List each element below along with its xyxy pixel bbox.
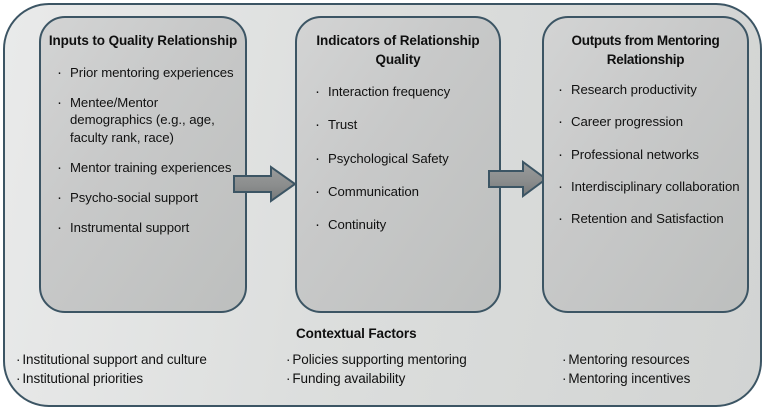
list-item: Research productivity: [558, 80, 741, 100]
list-item: Funding availability: [286, 369, 536, 388]
list-item: Institutional priorities: [16, 369, 276, 388]
list-item: Psychological Safety: [315, 149, 493, 169]
list-item: Professional networks: [558, 145, 741, 165]
panel-indicators-title: Indicators of Relationship Quality: [316, 33, 480, 68]
list-item: Instrumental support: [57, 218, 239, 238]
list-item: Prior mentoring experiences: [57, 63, 239, 83]
list-item: Interdisciplinary collaboration: [558, 177, 741, 197]
list-item: Psycho-social support: [57, 188, 239, 208]
panel-outputs-list: Research productivity Career progression…: [544, 69, 747, 229]
list-item: Communication: [315, 182, 493, 202]
arrow-right-icon-inputs-to-indicators: [233, 165, 297, 203]
panel-outputs-title: Outputs from Mentoring Relationship: [571, 33, 720, 68]
arrow-right-icon-indicators-to-outputs: [488, 160, 548, 198]
panel-indicators-list: Interaction frequency Trust Psychologica…: [297, 69, 499, 235]
list-item: Mentoring resources: [562, 350, 771, 369]
list-item: Continuity: [315, 215, 493, 235]
panel-outputs-from-mentoring-relationship: Outputs from Mentoring Relationship Rese…: [542, 16, 749, 313]
list-item: Institutional support and culture: [16, 350, 276, 369]
panel-indicators-of-relationship-quality: Indicators of Relationship Quality Inter…: [295, 16, 501, 313]
panel-inputs-title: Inputs to Quality Relationship: [48, 33, 238, 48]
list-item: Retention and Satisfaction: [558, 209, 741, 229]
list-item: Mentor training experiences: [57, 158, 239, 178]
panel-inputs-list: Prior mentoring experiences Mentee/Mento…: [41, 50, 245, 238]
list-item: Trust: [315, 115, 493, 135]
contextual-factors-column-middle: Policies supporting mentoring Funding av…: [286, 350, 536, 388]
panel-inputs-to-quality-relationship: Inputs to Quality Relationship Prior men…: [39, 16, 247, 313]
contextual-factors-heading: Contextual Factors: [296, 326, 417, 341]
list-item: Policies supporting mentoring: [286, 350, 536, 369]
list-item: Interaction frequency: [315, 82, 493, 102]
contextual-factors-column-right: Mentoring resources Mentoring incentives: [562, 350, 771, 388]
contextual-factors-column-left: Institutional support and culture Instit…: [16, 350, 276, 388]
list-item: Career progression: [558, 112, 741, 132]
list-item: Mentoring incentives: [562, 369, 771, 388]
list-item: Mentee/Mentor demographics (e.g., age, f…: [57, 93, 239, 145]
